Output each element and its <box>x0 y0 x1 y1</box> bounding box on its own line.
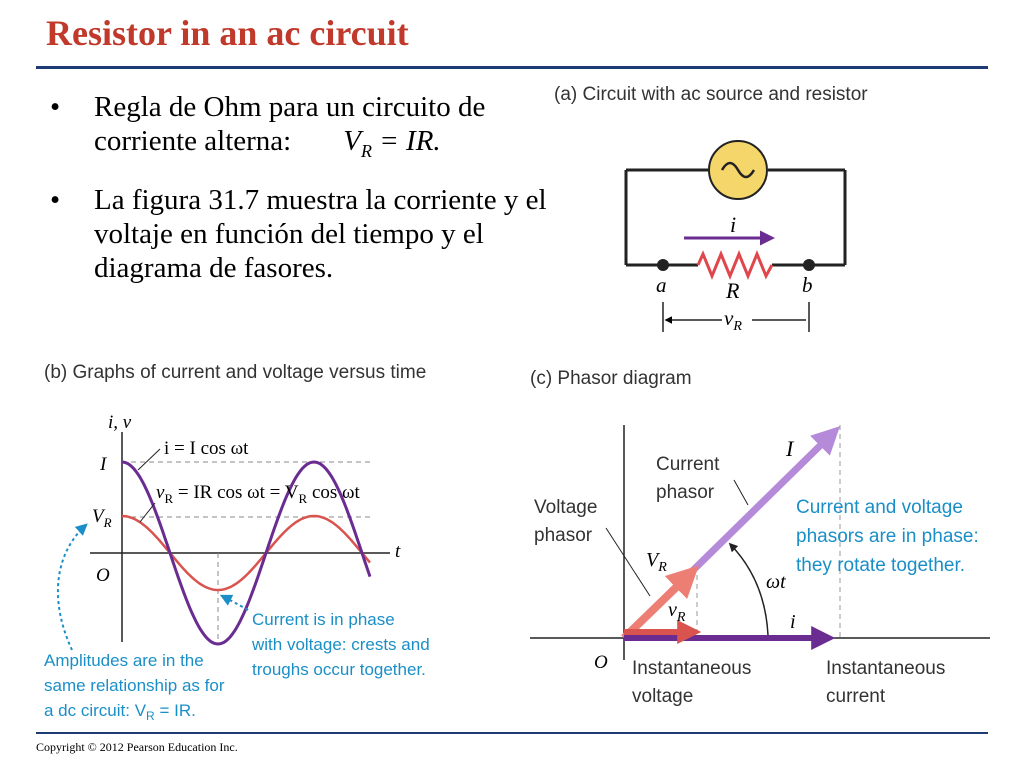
phasor-i-label: i <box>790 611 796 633</box>
voltage-label: vR <box>724 306 742 334</box>
resistor-label: R <box>725 278 740 303</box>
slide-title: Resistor in an ac circuit <box>46 13 409 53</box>
x-axis-label: t <box>395 541 401 562</box>
in-phase-annotation: Current and voltage phasors are in phase… <box>796 497 984 576</box>
omega-t-label: ωt <box>766 571 786 593</box>
phasor-VR-label: VR <box>646 549 667 575</box>
bullet-dot: • <box>50 91 61 123</box>
phase-annotation-arrow <box>219 594 249 611</box>
copyright-text: Copyright © 2012 Pearson Education Inc. <box>36 740 238 754</box>
voltage-phasor-leader <box>605 527 651 597</box>
omega-t-angle-arc <box>728 542 769 636</box>
tick-label-VR: VR <box>92 506 112 530</box>
node-a-label: a <box>656 273 667 297</box>
voltage-curve <box>121 514 371 592</box>
resistor-icon <box>696 250 774 280</box>
ohm-law-equation: VR = IR. <box>291 125 441 161</box>
circuit-wires <box>624 168 847 267</box>
node-b-dot <box>803 259 815 271</box>
math-symbol: V <box>343 125 361 157</box>
current-curve <box>121 460 372 646</box>
math-rhs: = IR. <box>371 125 441 157</box>
phasor-vR-label: vR <box>668 599 686 625</box>
y-axis-label: i, v <box>108 412 132 433</box>
node-b-label: b <box>802 273 813 297</box>
current-equation-leader <box>137 448 161 471</box>
bullet-item-ohm: • Regla de Ohm para un circuito de corri… <box>50 90 550 168</box>
bullet-list: • Regla de Ohm para un circuito de corri… <box>50 90 550 300</box>
origin-label-b: O <box>96 565 110 586</box>
voltage-equation: vR = IR cos ωt = VR cos ωt <box>156 482 361 506</box>
voltage-equation-leader <box>139 502 156 523</box>
current-phasor-leader <box>733 479 749 506</box>
current-phasor-caption: Current phasor <box>656 454 725 503</box>
origin-label-c: O <box>594 652 608 673</box>
instantaneous-current-caption: Instantaneous current <box>826 658 951 707</box>
ohm-law-text: Regla de Ohm para un circuito de corrien… <box>94 91 486 157</box>
current-phasor-arrow <box>621 426 840 641</box>
amplitude-annotation-arrow <box>56 523 88 651</box>
ac-source-icon <box>708 140 768 200</box>
bullet-text: La figura 31.7 muestra la corriente y el… <box>94 183 547 284</box>
figure-c-caption: (c) Phasor diagram <box>530 368 692 389</box>
footer-divider <box>36 732 988 734</box>
bullet-dot: • <box>50 183 61 216</box>
math-subscript: R <box>360 140 372 161</box>
voltage-phasor-caption: Voltage phasor <box>534 497 603 546</box>
figure-b-caption: (b) Graphs of current and voltage versus… <box>44 362 427 383</box>
bullet-item-figure: • La figura 31.7 muestra la corriente y … <box>50 183 550 285</box>
phasor-I-label: I <box>785 436 795 461</box>
node-a-dot <box>657 259 669 271</box>
phase-annotation: Current is in phase with voltage: crests… <box>251 610 434 679</box>
voltage-phasor-arrow <box>621 565 699 641</box>
title-divider <box>36 66 988 69</box>
amplitude-annotation: Amplitudes are in the same relationship … <box>44 651 229 723</box>
tick-label-I: I <box>99 454 108 475</box>
bullet-text: Regla de Ohm para un circuito de corrien… <box>94 90 550 168</box>
current-equation: i = I cos ωt <box>164 438 249 459</box>
circuit-current-label: i <box>730 212 736 237</box>
sine-wave-icon <box>720 161 756 179</box>
figure-a-caption: (a) Circuit with ac source and resistor <box>554 84 868 105</box>
instantaneous-voltage-caption: Instantaneous voltage <box>632 658 757 707</box>
